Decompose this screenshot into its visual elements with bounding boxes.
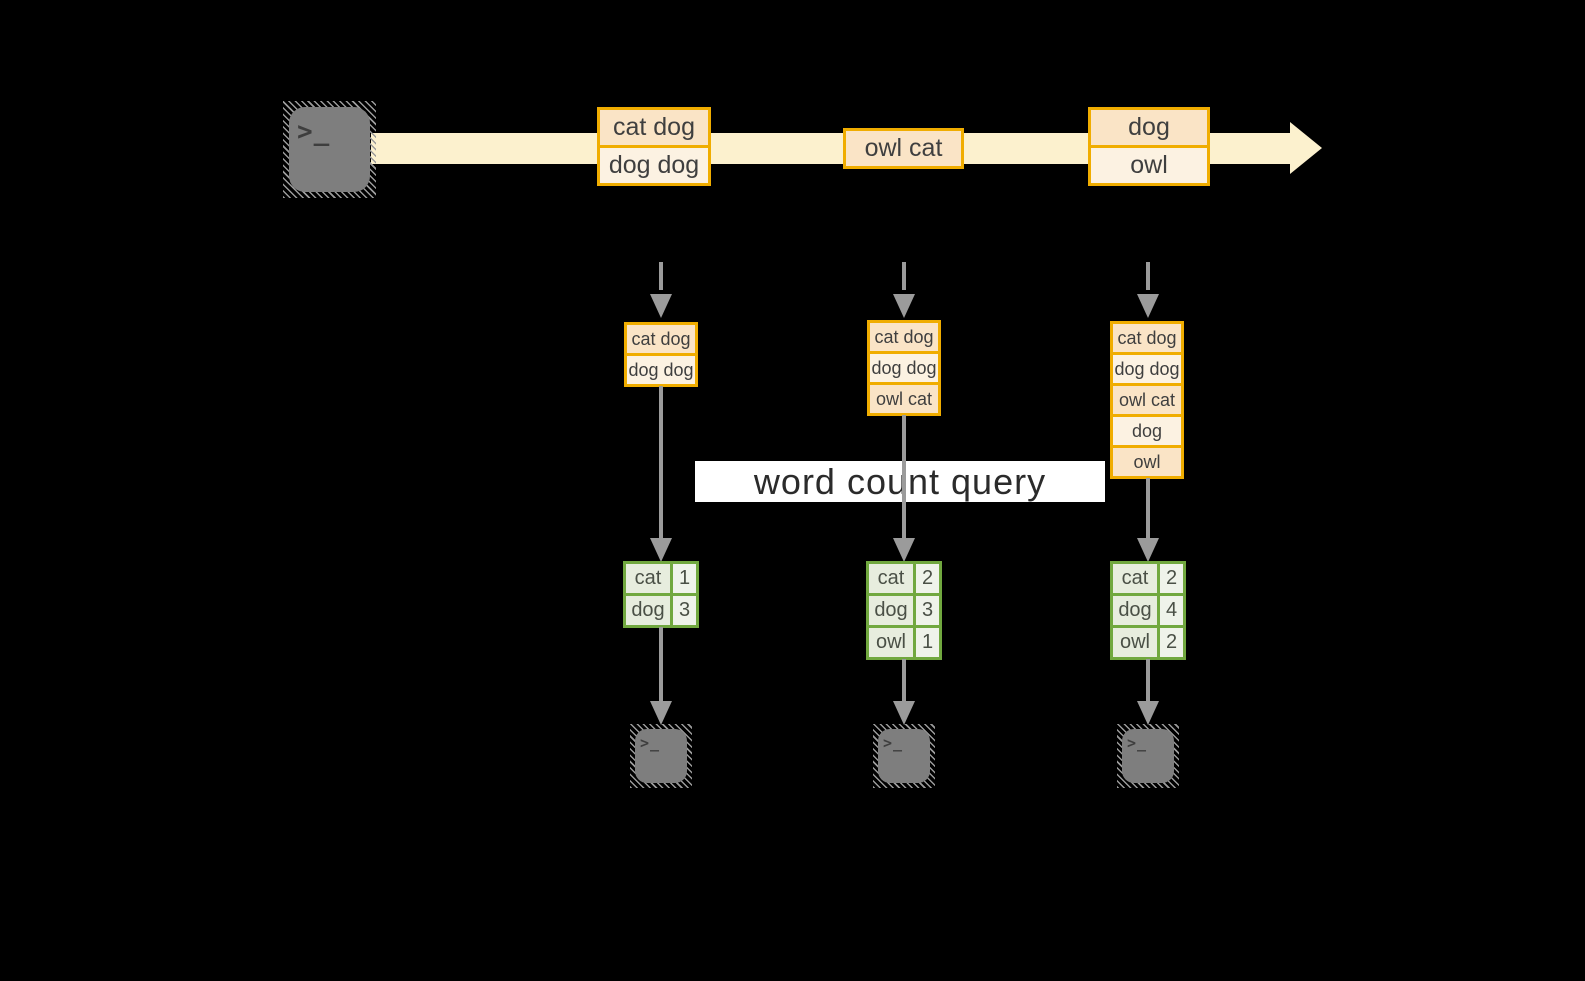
result-count: 3 [916,596,939,625]
result-word: owl [869,628,913,657]
stream-event-text: owl cat [846,131,961,166]
result-word: dog [869,596,913,625]
stream-event-box-2: owl cat [843,128,964,169]
sink-terminal-icon-1: >_ [630,724,692,788]
result-row: dog 3 [626,596,696,625]
connector-arrow-line [659,627,663,703]
micro-batch-row: dog dog [870,354,938,382]
micro-batch-row: dog dog [1113,355,1181,383]
connector-arrow-line [659,386,663,540]
connector-arrow-head [893,538,915,562]
result-table-2: cat 2 dog 3 owl 1 [866,561,942,660]
query-label-text: word count query [753,460,1047,502]
micro-batch-stack-3: cat dog dog dog owl cat dog owl [1110,321,1184,479]
stream-event-box-1: cat dog dog dog [597,107,711,186]
result-count: 1 [673,564,696,593]
micro-batch-row: owl [1113,448,1181,476]
stream-event-text: dog [1091,110,1207,145]
micro-batch-row: owl cat [1113,386,1181,414]
connector-arrow-head [650,538,672,562]
sink-terminal-icon-3: >_ [1117,724,1179,788]
dashed-arrow-head [1137,294,1159,318]
result-table-1: cat 1 dog 3 [623,561,699,628]
result-count: 3 [673,596,696,625]
micro-batch-stack-1: cat dog dog dog [624,322,698,387]
result-row: owl 1 [869,628,939,657]
stream-event-text: dog dog [600,148,708,183]
result-count: 2 [1160,628,1183,657]
result-word: owl [1113,628,1157,657]
result-row: dog 4 [1113,596,1183,625]
micro-batch-row: dog dog [627,356,695,384]
result-count: 2 [916,564,939,593]
result-word: dog [1113,596,1157,625]
stream-event-text: cat dog [600,110,708,145]
source-terminal-icon: >_ [283,101,376,198]
terminal-body [1122,729,1174,783]
dashed-arrow-line [1146,262,1150,290]
result-row: cat 2 [1113,564,1183,593]
micro-batch-row: cat dog [870,323,938,351]
stream-arrow-head [1290,122,1322,174]
micro-batch-row: cat dog [627,325,695,353]
result-word: dog [626,596,670,625]
query-label-box: word count query [695,461,1105,502]
result-word: cat [626,564,670,593]
dashed-arrow-head [650,294,672,318]
result-row: cat 1 [626,564,696,593]
result-table-3: cat 2 dog 4 owl 2 [1110,561,1186,660]
terminal-body [878,729,930,783]
connector-arrow-head [1137,701,1159,725]
terminal-body [289,107,370,192]
terminal-prompt-glyph: >_ [297,117,331,147]
stream-event-box-3: dog owl [1088,107,1210,186]
dashed-arrow-line [902,262,906,290]
sink-terminal-icon-2: >_ [873,724,935,788]
terminal-prompt-glyph: >_ [1127,734,1148,752]
micro-batch-row: owl cat [870,385,938,413]
result-count: 2 [1160,564,1183,593]
result-row: cat 2 [869,564,939,593]
dashed-arrow-head [893,294,915,318]
connector-arrow-head [1137,538,1159,562]
connector-arrow-line [1146,659,1150,703]
micro-batch-row: dog [1113,417,1181,445]
terminal-body [635,729,687,783]
terminal-prompt-glyph: >_ [883,734,904,752]
result-word: cat [1113,564,1157,593]
dashed-arrow-line [659,262,663,290]
micro-batch-row: cat dog [1113,324,1181,352]
connector-arrow-line [1146,478,1150,540]
result-word: cat [869,564,913,593]
connector-arrow-head [893,701,915,725]
result-row: owl 2 [1113,628,1183,657]
connector-arrow-line [902,415,906,540]
terminal-prompt-glyph: >_ [640,734,661,752]
stream-event-text: owl [1091,148,1207,183]
result-count: 4 [1160,596,1183,625]
connector-arrow-head [650,701,672,725]
connector-arrow-line [902,659,906,703]
result-row: dog 3 [869,596,939,625]
micro-batch-stack-2: cat dog dog dog owl cat [867,320,941,416]
result-count: 1 [916,628,939,657]
